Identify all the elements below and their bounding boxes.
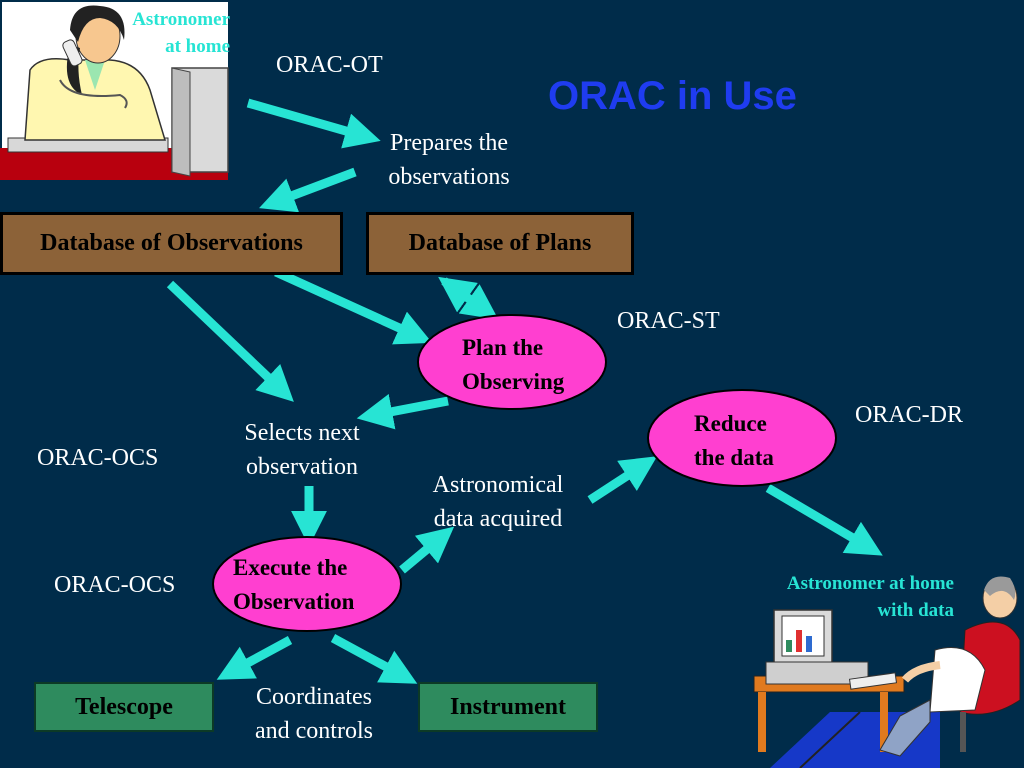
woman-on-phone-at-desk-icon <box>0 2 229 180</box>
telescope-box[interactable]: Telescope <box>34 682 214 732</box>
instrument-box[interactable]: Instrument <box>418 682 598 732</box>
arrow-prepares-to-db-observations <box>259 167 357 213</box>
man-relaxing-at-computer-icon <box>753 576 1021 768</box>
arrow-acquired-to-reduce <box>587 456 658 504</box>
plan-observing-ellipse[interactable] <box>417 314 607 410</box>
orac-st-label: ORAC-ST <box>617 308 720 334</box>
database-of-plans-box[interactable]: Database of Plans <box>366 212 634 275</box>
arrow-db-observations-to-selects <box>166 280 294 402</box>
arrow-execute-to-telescope <box>216 636 293 680</box>
coordinates-controls-text: Coordinates and controls <box>255 684 373 744</box>
arrow-plan-to-selects <box>356 393 449 430</box>
execute-observation-text: Execute the Observation <box>233 555 355 614</box>
arrow-db-plans-plan-bidirectional <box>438 276 499 320</box>
orac-ocs-execute-label: ORAC-OCS <box>54 572 176 598</box>
orac-ocs-select-label: ORAC-OCS <box>37 445 159 471</box>
selects-next-observation-text: Selects next observation <box>244 420 360 480</box>
page-title: ORAC in Use <box>548 74 797 118</box>
orac-ot-label: ORAC-OT <box>276 52 383 78</box>
arrow-reduce-to-astronomer <box>765 484 883 556</box>
execute-observation-ellipse[interactable] <box>212 536 402 632</box>
arrow-execute-to-acquired <box>399 526 455 574</box>
orac-dr-label: ORAC-DR <box>855 402 964 428</box>
reduce-data-ellipse[interactable] <box>647 389 837 487</box>
astronomer-with-data-label: Astronomer at home with data <box>786 573 954 621</box>
plan-observing-text: Plan the Observing <box>462 335 565 394</box>
arrow-execute-to-instrument <box>330 634 418 684</box>
data-acquired-text: Astronomical data acquired <box>432 472 564 532</box>
arrow-db-observations-to-plan <box>274 267 433 345</box>
database-of-observations-box[interactable]: Database of Observations <box>0 212 343 275</box>
reduce-data-text: Reduce the data <box>694 411 774 470</box>
prepares-observations-text: Prepares the observations <box>388 130 510 190</box>
astronomer-home-label: Astronomer at home <box>132 9 230 57</box>
arrow-ot-to-prepares <box>246 98 381 149</box>
